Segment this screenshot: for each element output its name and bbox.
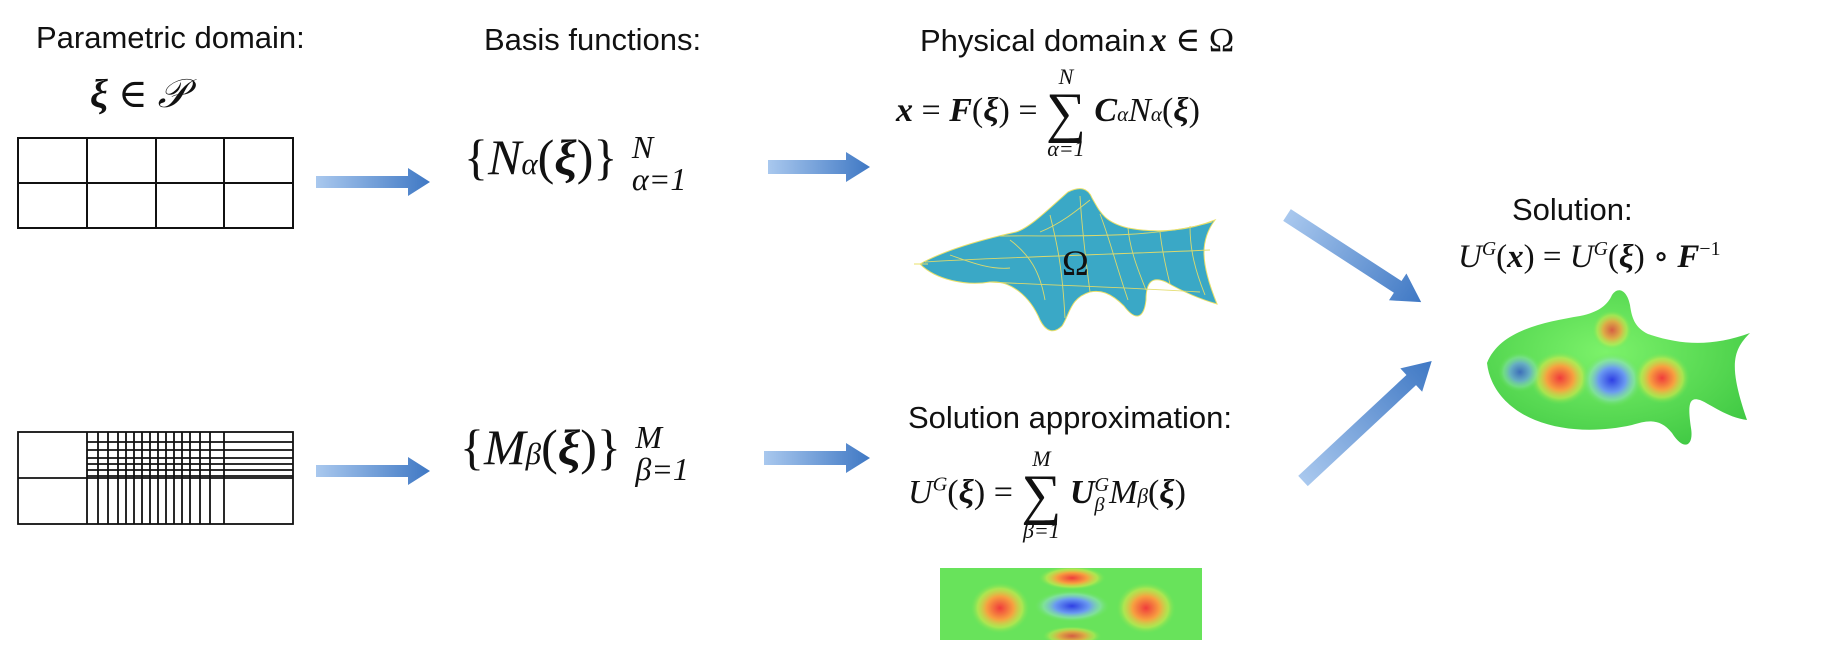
solution-approximation-heading: Solution approximation: xyxy=(908,400,1232,435)
physical-domain-shape xyxy=(914,188,1218,332)
parametric-domain-heading: Parametric domain: xyxy=(36,20,305,55)
solution-domain-plot xyxy=(1487,290,1750,445)
solution-formula: UG(x) = UG(ξ) ∘ F−1 xyxy=(1458,238,1721,275)
solution-approximation-plot xyxy=(940,568,1202,640)
basis-functions-heading: Basis functions: xyxy=(484,22,702,57)
arrow-2-icon xyxy=(768,152,870,182)
physical-domain-heading: Physical domain x ∈ Ω xyxy=(920,22,1235,59)
geometry-map-formula: x = F(ξ) = N ∑ α=1 CαNα(ξ) xyxy=(896,64,1200,162)
arrow-4-icon xyxy=(764,443,870,473)
parametric-grid-coarse xyxy=(17,137,294,229)
omega-label: Ω xyxy=(1062,243,1089,283)
arrow-6-icon xyxy=(1298,360,1432,487)
arrow-1-icon xyxy=(316,168,430,196)
arrow-3-icon xyxy=(316,457,430,485)
basis-N-formula: {Nα(ξ)} N α=1 xyxy=(464,128,687,197)
arrow-5-icon xyxy=(1283,209,1422,303)
parametric-grid-refined xyxy=(17,431,294,525)
parametric-domain-formula: ξ ∈ 𝒫 xyxy=(90,71,187,116)
solution-heading: Solution: xyxy=(1512,192,1633,227)
basis-M-formula: {Mβ(ξ)} M β=1 xyxy=(460,418,689,487)
